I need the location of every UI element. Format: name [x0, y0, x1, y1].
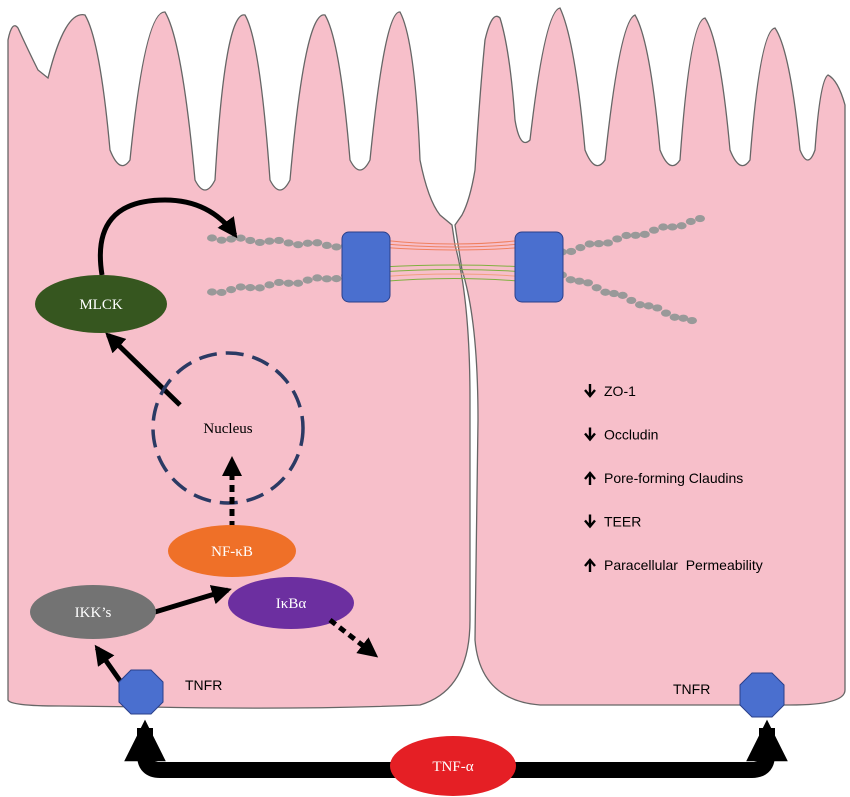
tnf-to-right-tnfr-arrow	[505, 719, 788, 778]
actin-bead	[331, 275, 342, 283]
actin-bead	[603, 239, 613, 247]
effect-label: Occludin	[604, 427, 658, 443]
mlck-label: MLCK	[79, 297, 123, 313]
mlck-to-junction-arrow	[97, 197, 238, 276]
actin-bead	[669, 313, 680, 321]
actin-bead	[658, 223, 669, 231]
actin-bead	[630, 231, 641, 239]
actin-bead	[207, 288, 217, 296]
actin-bead	[600, 288, 611, 296]
actin-bead	[312, 274, 323, 282]
ikks-node	[30, 585, 156, 639]
arrow-down-icon	[584, 384, 596, 398]
actin-bead	[643, 302, 654, 310]
ikks-label: IKK’s	[75, 605, 112, 621]
left-cell	[7, 11, 471, 709]
effect-label: Paracellular Permeability	[604, 557, 763, 573]
actin-bead	[207, 234, 217, 242]
actin-bead	[245, 284, 256, 292]
tnf-alpha-node	[390, 736, 516, 796]
tnf-alpha-label: TNF-α	[432, 759, 473, 775]
actin-bead	[695, 214, 705, 223]
actin-bead	[226, 235, 237, 243]
actin-bead	[685, 217, 696, 226]
actin-bead	[617, 291, 628, 299]
actin-bead	[649, 226, 659, 234]
tnfr-left-label: TNFR	[185, 677, 222, 693]
effect-label: Pore-forming Claudins	[604, 470, 743, 486]
actin-bead	[612, 235, 623, 243]
actin-bead	[321, 275, 332, 283]
tnf-to-left-tnfr-arrow	[124, 719, 400, 778]
actin-bead	[565, 276, 576, 284]
actin-bead	[639, 230, 650, 238]
actin-bead	[661, 309, 671, 317]
nfkb-node	[168, 525, 296, 577]
actin-bead	[626, 296, 637, 305]
actin-bead	[321, 241, 332, 250]
right-cell	[454, 7, 846, 706]
actin-bead	[216, 236, 227, 244]
actin-bead	[312, 239, 323, 247]
arrow-up-icon	[584, 471, 596, 485]
actin-bead	[264, 281, 275, 289]
actin-bead	[676, 222, 687, 230]
nucleus-membrane	[151, 351, 305, 505]
actin-bead	[245, 236, 256, 245]
nucleus-to-mlck-arrow	[105, 332, 182, 407]
actin-bead	[575, 244, 586, 252]
actin-bead	[566, 247, 577, 256]
actin-bead	[593, 240, 604, 248]
actin-bead	[302, 276, 313, 284]
tnfr-to-ikks-arrow	[94, 644, 126, 687]
actin-bead	[254, 238, 265, 247]
actin-bead	[621, 231, 632, 240]
actin-bead	[302, 239, 313, 247]
tnfr-right-label: TNFR	[673, 681, 710, 697]
nfkb-label: NF-κB	[211, 544, 253, 560]
ikbalpha-node	[228, 577, 354, 629]
actin-bead	[235, 283, 246, 291]
tnfr-right-receptor	[739, 672, 785, 718]
actin-bead	[574, 277, 585, 285]
ikbalpha-label: IκBα	[276, 596, 307, 612]
actin-bead	[283, 239, 294, 247]
actin-bead	[331, 243, 342, 251]
ikbalpha-degradation-arrow	[328, 618, 379, 658]
actin-bead	[274, 236, 284, 245]
actin-bead	[274, 278, 284, 287]
actin-bead	[264, 237, 275, 245]
nucleus-label: Nucleus	[203, 421, 252, 437]
tnfr-left-receptor	[118, 669, 164, 715]
arrow-down-icon	[584, 427, 596, 442]
actin-bead	[216, 288, 227, 297]
actin-bead	[235, 234, 246, 242]
actin-bead	[652, 304, 663, 312]
actin-bead	[283, 279, 294, 287]
tight-junction-left	[341, 231, 391, 303]
actin-bead	[583, 279, 593, 287]
actin-bead	[254, 284, 265, 292]
effect-label: TEER	[604, 514, 641, 530]
actin-bead	[635, 301, 645, 309]
actin-bead	[293, 279, 304, 287]
actin-bead	[678, 314, 689, 322]
actin-bead	[687, 316, 697, 325]
arrow-down-icon	[584, 514, 596, 529]
actin-bead	[293, 241, 304, 249]
mlck-node	[35, 275, 167, 333]
actin-bead	[591, 284, 602, 292]
actin-bead	[226, 286, 237, 294]
tight-junction-right	[514, 231, 564, 303]
actin-bead	[667, 223, 678, 231]
arrow-up-icon	[584, 558, 596, 572]
effect-label: ZO-1	[604, 383, 636, 399]
actin-bead	[584, 240, 595, 248]
ikks-to-complex-arrow	[154, 585, 232, 615]
actin-bead	[609, 289, 619, 298]
